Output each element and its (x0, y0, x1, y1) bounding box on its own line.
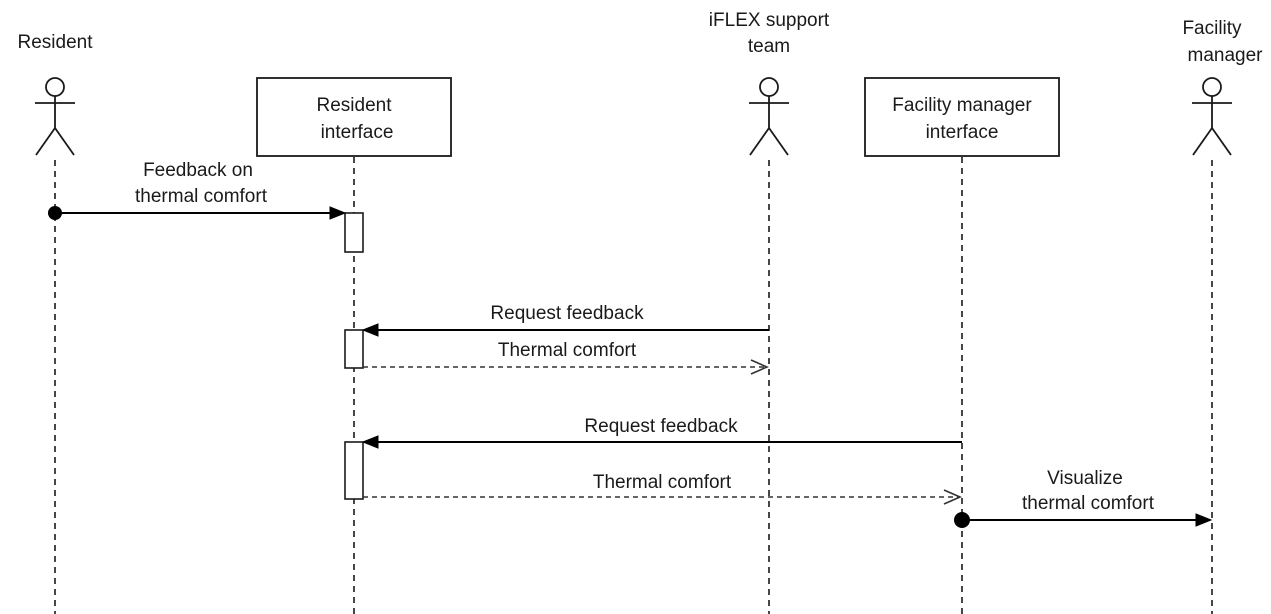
actor-resident: Resident (18, 32, 94, 156)
participant-resident-interface: Resident interface (256, 77, 452, 157)
open-arrowhead (750, 359, 769, 375)
message-label: Visualize (1047, 468, 1123, 489)
arrowhead (361, 323, 379, 337)
message-label: thermal comfort (1022, 493, 1155, 514)
message-visualize-thermal-comfort: Visualize thermal comfort (954, 468, 1213, 528)
activation-bar (344, 441, 364, 500)
arrowhead (361, 435, 379, 449)
message-feedback-on-thermal-comfort: Feedback on thermal comfort (48, 160, 347, 220)
message-label: Thermal comfort (498, 340, 637, 361)
actor-support-team-label-line1: iFLEX support (709, 10, 830, 31)
message-thermal-comfort-to-facility: Thermal comfort (363, 472, 962, 505)
message-label: Feedback on (143, 160, 253, 181)
actor-resident-label: Resident (18, 32, 94, 53)
actor-support-team-label-line2: team (748, 36, 790, 57)
message-request-feedback-facility: Request feedback (361, 416, 962, 449)
message-label: Request feedback (490, 303, 644, 324)
message-thermal-comfort-to-support: Thermal comfort (363, 340, 769, 375)
actor-support-team: iFLEX support team (709, 10, 830, 156)
open-arrowhead (943, 489, 962, 505)
arrowhead (329, 206, 347, 220)
arrowhead (1195, 513, 1213, 527)
actor-facility-manager: Facility manager (1182, 18, 1264, 156)
actor-facility-manager-label-line1: Facility (1182, 18, 1242, 39)
resident-interface-label-line1: Resident (317, 95, 393, 116)
resident-interface-label-line2: interface (321, 122, 394, 143)
actor-facility-manager-label-line2: manager (1188, 45, 1264, 66)
activation-bar (344, 329, 364, 369)
facility-interface-label-line1: Facility manager (892, 95, 1032, 116)
stick-figure-icon (749, 77, 789, 156)
message-label: Thermal comfort (593, 472, 732, 493)
participant-facility-interface: Facility manager interface (864, 77, 1060, 157)
stick-figure-icon (1192, 77, 1232, 156)
stick-figure-icon (35, 77, 75, 156)
facility-interface-label-line2: interface (926, 122, 999, 143)
activation-bar (344, 212, 364, 253)
message-label: Request feedback (584, 416, 738, 437)
message-label: thermal comfort (135, 186, 268, 207)
message-request-feedback-support: Request feedback (361, 303, 769, 337)
